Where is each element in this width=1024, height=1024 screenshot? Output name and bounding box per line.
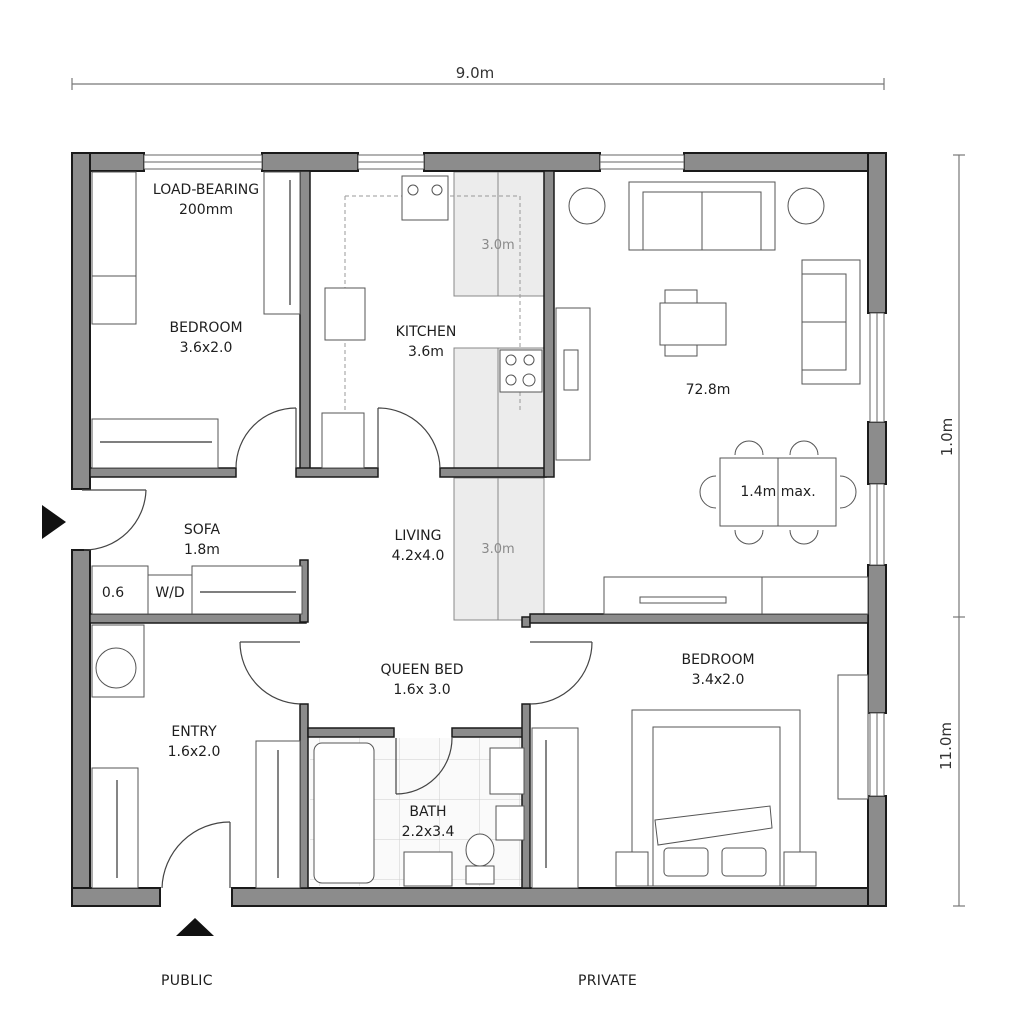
room-size: 1.6x2.0	[167, 744, 221, 760]
dimension-right-lower: 11.0m	[937, 721, 956, 771]
room-size: 2.2x3.4	[401, 824, 455, 840]
room-name: QUEEN BED	[380, 662, 464, 678]
windows	[143, 154, 885, 797]
room-name: KITCHEN	[395, 324, 457, 340]
room-label-living: LIVING 4.2x4.0	[392, 526, 445, 566]
room-size: 1.8m	[184, 542, 220, 558]
room-label-bedroom-se: BEDROOM 3.4x2.0	[681, 650, 754, 690]
living-counter-dimension: 3.0m	[481, 542, 515, 557]
entry-arrow-right-icon	[42, 505, 66, 539]
kitchen-counter-dimension: 3.0m	[481, 238, 515, 253]
dimension-overall-width: 9.0m	[455, 64, 495, 82]
room-name: BEDROOM	[169, 320, 243, 336]
closet-label-wd: W/D	[155, 585, 185, 601]
dimension-line-right	[953, 154, 965, 907]
note-subtitle: 200mm	[178, 202, 233, 218]
room-name: ENTRY	[171, 724, 217, 740]
room-size: 4.2x4.0	[391, 548, 445, 564]
room-label-bedroom-nw: BEDROOM 3.6x2.0	[169, 318, 242, 358]
room-size: 3.6x2.0	[179, 340, 233, 356]
closet-rod-marks	[100, 180, 547, 878]
closet-label-a: 0.6	[101, 585, 125, 601]
furniture	[91, 171, 869, 889]
room-name: LIVING	[394, 528, 442, 544]
zone-label-public: PUBLIC	[161, 973, 213, 989]
room-size: 1.6x 3.0	[393, 682, 451, 698]
dining-table-label: 1.4m max.	[740, 484, 816, 500]
room-name: BEDROOM	[681, 652, 755, 668]
dimension-line-top	[71, 78, 885, 90]
room-size: 3.4x2.0	[691, 672, 745, 688]
interior-walls	[89, 170, 869, 889]
room-size: 3.6m	[408, 344, 444, 360]
room-label-entry: ENTRY 1.6x2.0	[168, 722, 221, 762]
room-label-kitchen: KITCHEN 3.6m	[396, 322, 457, 362]
room-name: SOFA	[183, 522, 221, 538]
zone-label-private: PRIVATE	[578, 973, 637, 989]
room-name: BATH	[409, 804, 447, 820]
room-label-bath: BATH 2.2x3.4	[402, 802, 455, 842]
doors	[82, 407, 593, 889]
note-title: LOAD-BEARING	[152, 182, 260, 198]
great-room-area: 72.8m	[685, 382, 731, 398]
dimension-right-upper: 1.0m	[938, 417, 957, 457]
load-bearing-note: LOAD-BEARING 200mm	[153, 180, 259, 220]
room-label-sofa: SOFA 1.8m	[184, 520, 220, 560]
room-label-queen-bed: QUEEN BED 1.6x 3.0	[380, 660, 463, 700]
entry-arrow-up-icon	[176, 918, 214, 936]
